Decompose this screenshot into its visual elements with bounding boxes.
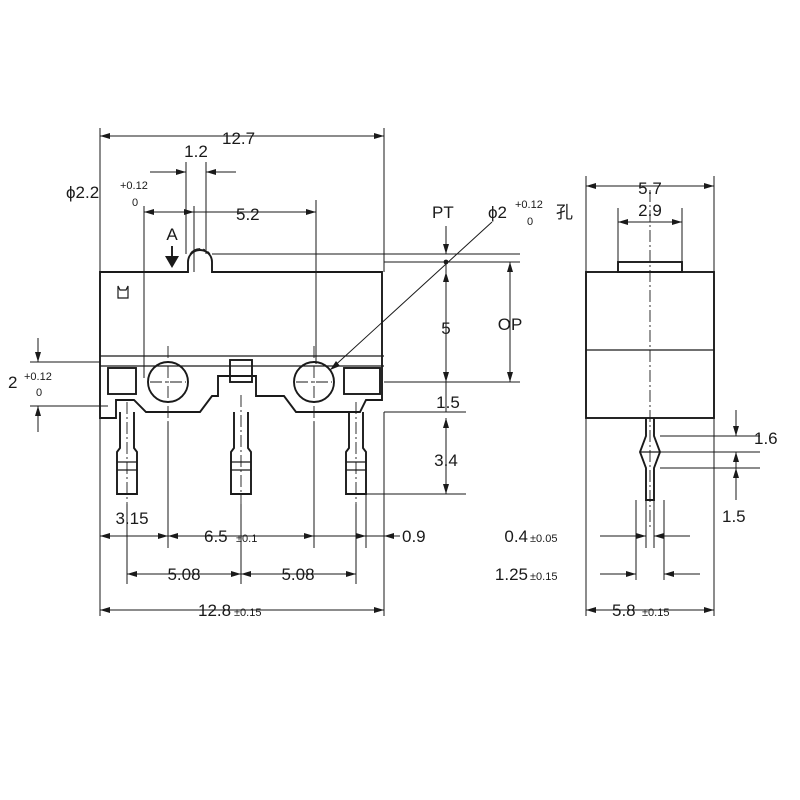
side-dim-button-width: 2.9	[638, 201, 662, 220]
mount-hole-tol-plus: +0.12	[515, 199, 543, 211]
dim-hole-dia: ϕ2.2	[66, 183, 99, 202]
dim-total-width: 12.8	[198, 601, 231, 620]
front-terminals	[116, 412, 367, 495]
pt-label: PT	[432, 203, 454, 222]
terminal-center	[230, 412, 252, 495]
dim-actuator-width: 1.2	[184, 142, 208, 161]
side-dim-bend-offset: 1.5	[722, 507, 746, 526]
dim-width-top: 12.7	[222, 129, 255, 148]
dim-pitch-right: 5.08	[281, 565, 314, 584]
side-dim-total-width-tol: ±0.15	[642, 607, 669, 619]
dim-total-width-tol: ±0.15	[234, 607, 261, 619]
dim-base-offset: 1.5	[436, 393, 460, 412]
dim-slot-tol-zero: 0	[36, 387, 42, 399]
right-slot	[343, 367, 381, 395]
front-body-outline	[99, 249, 383, 419]
dim-op-label: OP	[498, 315, 523, 334]
mount-hole-leader	[329, 221, 493, 371]
side-dim-terminal-thickness: 0.4	[504, 527, 528, 546]
polarity-mark	[117, 285, 129, 299]
dim-pitch-left: 5.08	[167, 565, 200, 584]
dim-slot-height: 2	[8, 373, 17, 392]
dim-hole-spacing: 5.2	[236, 205, 260, 224]
side-dim-total-width: 5.8	[612, 601, 636, 620]
side-terminal	[638, 418, 662, 501]
dim-terminal-length: 3.4	[434, 451, 458, 470]
front-body-step	[100, 355, 384, 367]
dim-hole-tol-zero: 0	[132, 197, 138, 209]
side-view: 5.7 2.9 1.6 1.5 0.4 ±0.05 1.25 ±0.15 5.8…	[495, 176, 778, 620]
side-extension-lines	[585, 176, 760, 616]
actuator-label: A	[166, 225, 178, 244]
mount-hole-dia: ϕ2	[488, 203, 507, 222]
dim-hole-center-span: 6.5	[204, 527, 228, 546]
dim-right-offset: 0.9	[402, 527, 426, 546]
mount-hole-suffix: 孔	[556, 203, 573, 222]
side-dim-width-top: 5.7	[638, 179, 662, 198]
left-slot	[107, 367, 137, 395]
side-dim-terminal-width-tol: ±0.15	[530, 571, 557, 583]
dim-op-value: 5	[441, 319, 450, 338]
dim-hole-tol-plus: +0.12	[120, 180, 148, 192]
side-dim-terminal-thickness-tol: ±0.05	[530, 533, 557, 545]
mount-hole-tol-zero: 0	[527, 216, 533, 228]
center-pin-block	[229, 359, 253, 383]
front-view: 12.7 1.2 ϕ2.2 +0.12 0 5.2 A PT ϕ2 +0.12 …	[8, 128, 573, 620]
actuator-free-position	[189, 248, 211, 255]
dim-slot-tol-plus: +0.12	[24, 371, 52, 383]
front-extension-lines	[30, 128, 520, 616]
side-dim-terminal-width: 1.25	[495, 565, 528, 584]
side-dim-bend-height: 1.6	[754, 429, 778, 448]
front-centerlines	[126, 346, 357, 504]
dim-hole-center-tol: ±0.1	[236, 533, 257, 545]
dim-left-offset: 3.15	[115, 509, 148, 528]
